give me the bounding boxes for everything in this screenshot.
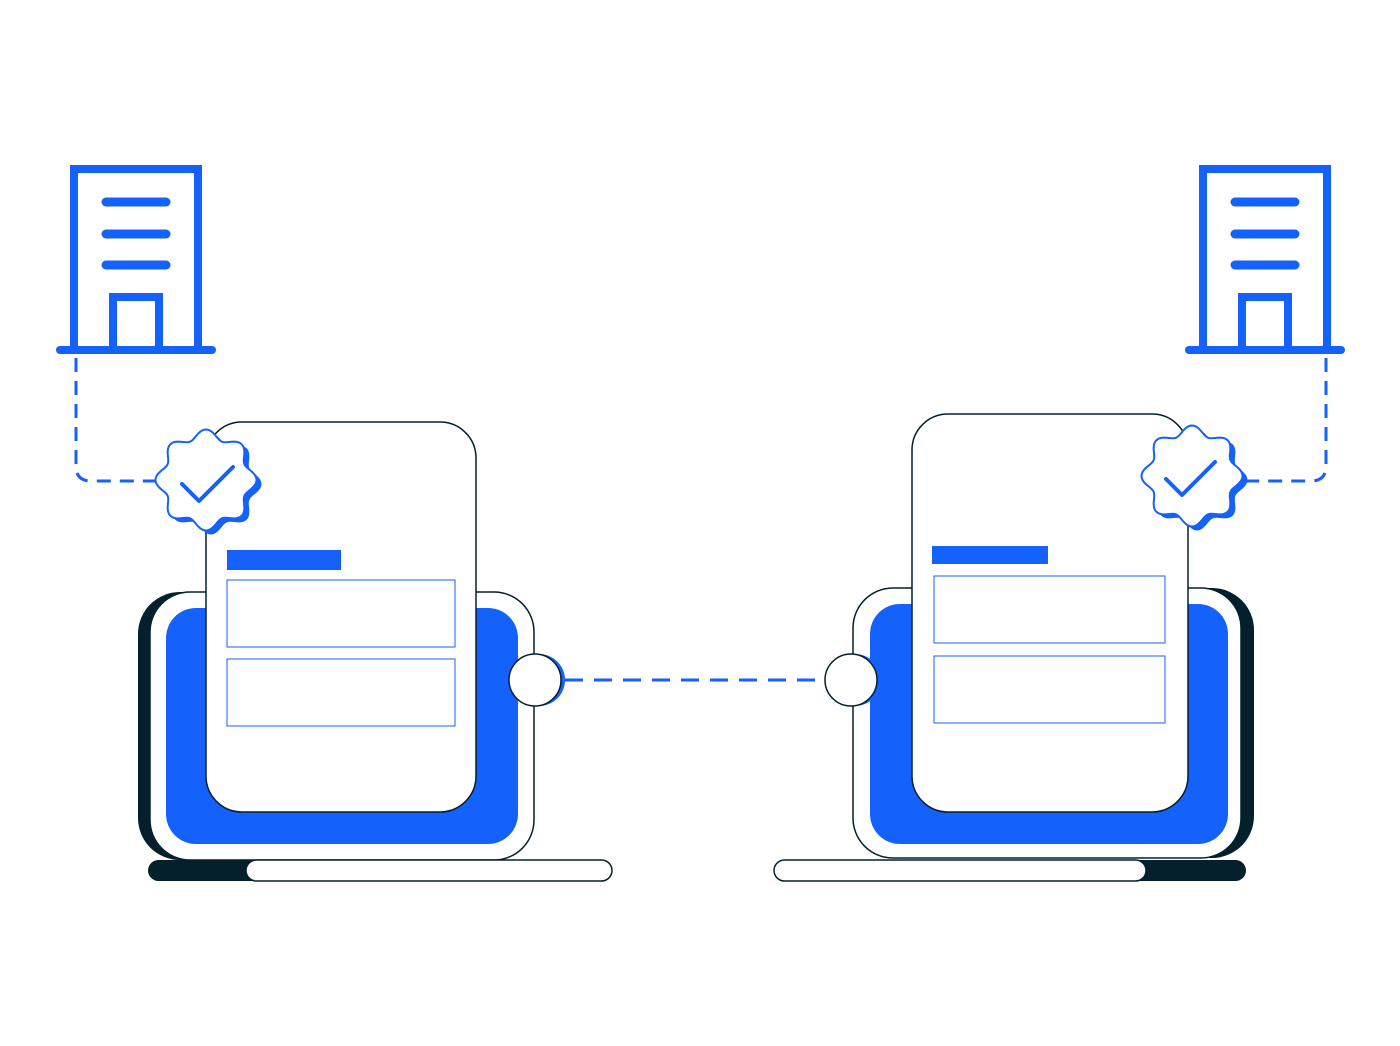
left-building-icon bbox=[56, 165, 216, 354]
left-verified-badge-icon bbox=[154, 428, 262, 535]
right-form-document-icon bbox=[911, 413, 1189, 813]
right-building-door bbox=[1238, 293, 1292, 354]
left-badge-body bbox=[154, 428, 258, 532]
right-badge-checkmark bbox=[1164, 460, 1217, 497]
left-form-document-icon bbox=[205, 421, 477, 813]
right-badge-body bbox=[1140, 424, 1244, 528]
left-form-title-bar bbox=[227, 550, 341, 570]
right-form-title-bar bbox=[932, 546, 1048, 564]
left-building-body bbox=[70, 165, 202, 354]
left-badge-checkmark bbox=[180, 465, 235, 503]
right-dashed-link-building-badge bbox=[1238, 358, 1328, 483]
left-dashed-link-building-badge bbox=[74, 358, 165, 483]
left-link-node-icon bbox=[508, 653, 565, 707]
right-laptop-base bbox=[773, 859, 1147, 882]
right-form-field-2 bbox=[933, 655, 1166, 724]
right-link-node-icon bbox=[824, 653, 881, 707]
right-building-icon bbox=[1185, 165, 1345, 354]
left-building-door bbox=[109, 293, 163, 354]
left-form-field-2 bbox=[226, 658, 456, 727]
right-building-body bbox=[1199, 165, 1331, 354]
right-node bbox=[824, 653, 878, 707]
left-laptop-base bbox=[245, 859, 613, 882]
left-node bbox=[508, 653, 562, 707]
left-form-field-1 bbox=[226, 579, 456, 648]
right-form-field-1 bbox=[933, 575, 1166, 644]
right-verified-badge-icon bbox=[1140, 424, 1248, 531]
